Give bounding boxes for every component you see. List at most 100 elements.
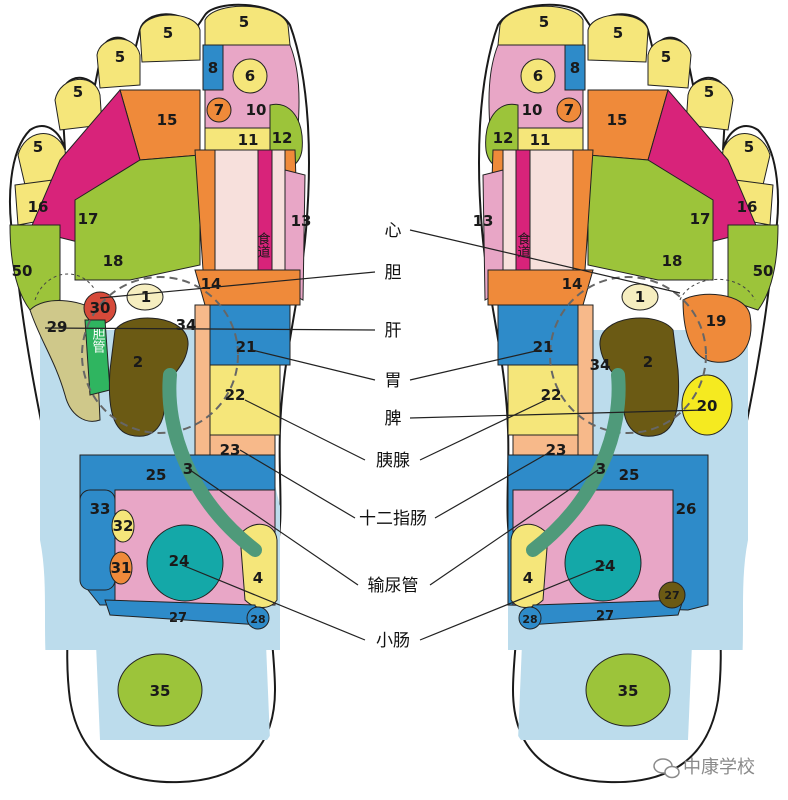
right-num-17: 17 bbox=[690, 210, 711, 228]
left-zone-21 bbox=[209, 304, 291, 366]
right-zone-7 bbox=[556, 97, 582, 123]
left-num-32: 32 bbox=[113, 517, 134, 535]
right-num-5e: 5 bbox=[539, 13, 549, 31]
leader-heart bbox=[409, 229, 681, 294]
left-num-23: 23 bbox=[220, 441, 241, 459]
leader-pancreas-r bbox=[419, 397, 551, 461]
left-zone-34 bbox=[194, 304, 211, 476]
right-zone-34 bbox=[577, 304, 594, 476]
left-num-5d: 5 bbox=[163, 24, 173, 42]
right-num-19: 19 bbox=[706, 312, 727, 330]
leader-gallbladder bbox=[99, 271, 376, 299]
right-num-14: 14 bbox=[562, 275, 583, 293]
right-num-6: 6 bbox=[533, 67, 543, 85]
left-num-2: 2 bbox=[133, 353, 143, 371]
left-central-light bbox=[214, 149, 286, 291]
left-toe-3-yellow bbox=[96, 38, 141, 89]
left-num-12: 12 bbox=[272, 129, 293, 147]
leader-small-intestine-l bbox=[181, 564, 366, 641]
left-gallbladder-duct-label: 胆管 bbox=[90, 327, 106, 354]
right-num-25: 25 bbox=[619, 466, 640, 484]
right-num-15: 15 bbox=[607, 111, 628, 129]
label-spleen: 脾 bbox=[385, 409, 402, 429]
label-heart: 心 bbox=[385, 221, 402, 241]
leader-small-intestine-r bbox=[419, 564, 606, 641]
left-num-4: 4 bbox=[253, 569, 263, 587]
left-num-3: 3 bbox=[183, 460, 193, 478]
right-bigtoe-yellow bbox=[497, 5, 584, 46]
left-foot bbox=[9, 3, 310, 784]
left-num-14: 14 bbox=[201, 275, 222, 293]
left-zone-28 bbox=[246, 606, 270, 630]
right-num-2: 2 bbox=[643, 353, 653, 371]
right-zone-6 bbox=[520, 58, 556, 94]
left-zone-18 bbox=[74, 154, 201, 281]
left-num-27: 27 bbox=[169, 611, 187, 626]
left-num-35: 35 bbox=[150, 682, 171, 700]
right-zone-28 bbox=[518, 606, 542, 630]
right-num-27b: 27 bbox=[596, 609, 614, 624]
left-num-16: 16 bbox=[28, 198, 49, 216]
right-num-50: 50 bbox=[753, 262, 774, 280]
wechat-icon bbox=[653, 758, 680, 779]
right-dashed-region bbox=[549, 276, 707, 434]
right-zone-35 bbox=[585, 653, 671, 727]
right-num-1: 1 bbox=[635, 288, 645, 306]
left-num-33: 33 bbox=[90, 500, 111, 518]
left-zone-24 bbox=[146, 524, 224, 602]
left-num-18: 18 bbox=[103, 252, 124, 270]
leader-pancreas-l bbox=[244, 399, 366, 461]
right-zone-numbers: 5 5 5 5 5 6 8 10 7 15 12 11 17 16 13 18 … bbox=[473, 13, 774, 700]
right-num-10: 10 bbox=[522, 101, 543, 119]
left-zone-8 bbox=[202, 44, 224, 91]
left-num-5e: 5 bbox=[239, 13, 249, 31]
right-zone-8 bbox=[564, 44, 586, 91]
left-num-25: 25 bbox=[146, 466, 167, 484]
left-num-6: 6 bbox=[245, 67, 255, 85]
right-zone-13 bbox=[482, 169, 504, 301]
center-labels: 心 胆 肝 胃 脾 胰腺 十二指肠 输尿管 小肠 bbox=[359, 221, 427, 651]
left-toe-2-yellow bbox=[139, 14, 201, 63]
left-num-30: 30 bbox=[90, 299, 111, 317]
left-zone-31 bbox=[109, 551, 133, 585]
right-zone-21 bbox=[497, 304, 579, 366]
right-num-11: 11 bbox=[530, 131, 551, 149]
left-num-5a: 5 bbox=[33, 138, 43, 156]
right-num-23: 23 bbox=[546, 441, 567, 459]
right-zone-18 bbox=[587, 154, 714, 281]
left-num-29: 29 bbox=[47, 318, 68, 336]
leader-spleen bbox=[409, 409, 706, 419]
right-num-5c: 5 bbox=[661, 48, 671, 66]
right-num-28: 28 bbox=[522, 613, 537, 626]
left-zone-14 bbox=[194, 269, 301, 306]
left-zone-numbers: 5 5 5 5 5 8 6 7 10 11 12 15 16 17 13 18 … bbox=[12, 13, 312, 700]
left-num-5c: 5 bbox=[115, 48, 125, 66]
left-zone-22 bbox=[209, 364, 281, 436]
right-num-5a: 5 bbox=[744, 138, 754, 156]
label-gallbladder: 胆 bbox=[385, 263, 402, 283]
watermark-text: 中康学校 bbox=[683, 757, 755, 778]
left-zone-13 bbox=[284, 169, 306, 301]
leader-stomach-l bbox=[251, 349, 376, 381]
right-num-21: 21 bbox=[533, 338, 554, 356]
left-zone-29 bbox=[29, 300, 101, 422]
right-num-8: 8 bbox=[570, 59, 580, 77]
right-num-24: 24 bbox=[595, 557, 616, 575]
right-num-35: 35 bbox=[618, 682, 639, 700]
right-num-20: 20 bbox=[697, 397, 718, 415]
right-toe-4-yellow bbox=[685, 79, 734, 131]
right-zone-24 bbox=[564, 524, 642, 602]
label-small-intestine: 小肠 bbox=[376, 631, 410, 651]
left-num-8: 8 bbox=[208, 59, 218, 77]
left-num-13: 13 bbox=[291, 212, 312, 230]
right-zone-22 bbox=[507, 364, 579, 436]
watermark: 中康学校 bbox=[653, 757, 755, 779]
left-bigtoe-yellow bbox=[204, 5, 291, 46]
left-num-5b: 5 bbox=[73, 83, 83, 101]
leader-duodenum-l bbox=[239, 449, 356, 519]
left-num-34: 34 bbox=[176, 316, 197, 334]
right-zone-3 bbox=[526, 368, 626, 557]
right-num-16: 16 bbox=[737, 198, 758, 216]
right-central-light bbox=[502, 149, 574, 291]
left-dashed-region bbox=[81, 276, 239, 434]
